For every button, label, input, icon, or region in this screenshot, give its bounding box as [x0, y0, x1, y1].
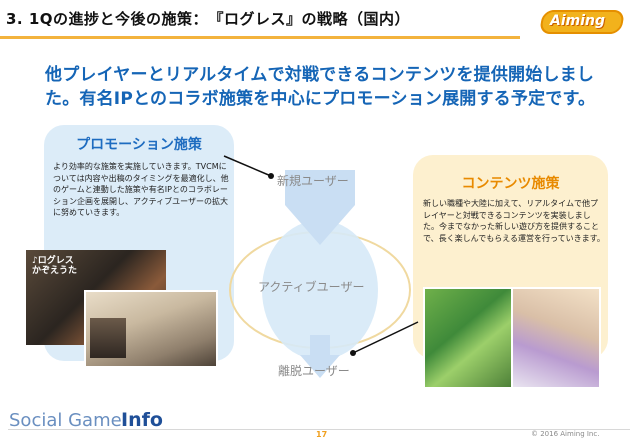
headline-line-1: 他プレイヤーとリアルタイムで対戦できるコンテンツを提供開始しまし [45, 65, 595, 85]
churn-arrow [300, 335, 340, 378]
promotion-description: より効率的な施策を実施していきます。TVCMについては内容や出稿のタイミングを最… [53, 162, 229, 218]
funnel-label-new-users: 新規ユーザー [277, 174, 349, 188]
slide-title: 3. 1Qの進捗と今後の施策： 『ログレス』の戦略（国内） [6, 10, 411, 28]
game-screenshot-battle [511, 287, 601, 389]
content-connector-dot [350, 350, 356, 356]
active-users-circle [262, 220, 378, 360]
aiming-logo-text: Aiming [550, 13, 606, 29]
funnel-label-active-users: アクティブユーザー [258, 280, 365, 294]
funnel-label-churned-users: 離脱ユーザー [278, 364, 350, 378]
promotion-title: プロモーション施策 [76, 137, 202, 153]
title-bar [0, 0, 640, 36]
user-funnel-diagram [229, 170, 411, 378]
promotion-connector [223, 155, 272, 177]
content-connector [352, 321, 419, 354]
promotion-connector-dot [268, 173, 274, 179]
content-title: コンテンツ施策 [461, 176, 560, 192]
page-number: 17 [316, 430, 328, 439]
copyright-notice: © 2016 Aiming Inc. [531, 430, 600, 438]
footer-brand-social-game: Social Game [9, 410, 122, 431]
footer-divider [8, 429, 630, 430]
title-underline [0, 36, 520, 39]
promotion-tvcm-caption: ♪ログレス かぞえうた [32, 256, 78, 276]
content-description: 新しい職種や大陸に加えて、リアルタイムで他プレイヤーと対戦できるコンテンツを実装… [423, 199, 605, 243]
promotion-collab-image-detail [90, 318, 126, 358]
new-users-arrow [285, 170, 355, 245]
headline-line-2: た。有名IPとのコラボ施策を中心にプロモーション展開する予定です。 [45, 89, 596, 109]
footer-brand-info: Info [121, 409, 163, 431]
